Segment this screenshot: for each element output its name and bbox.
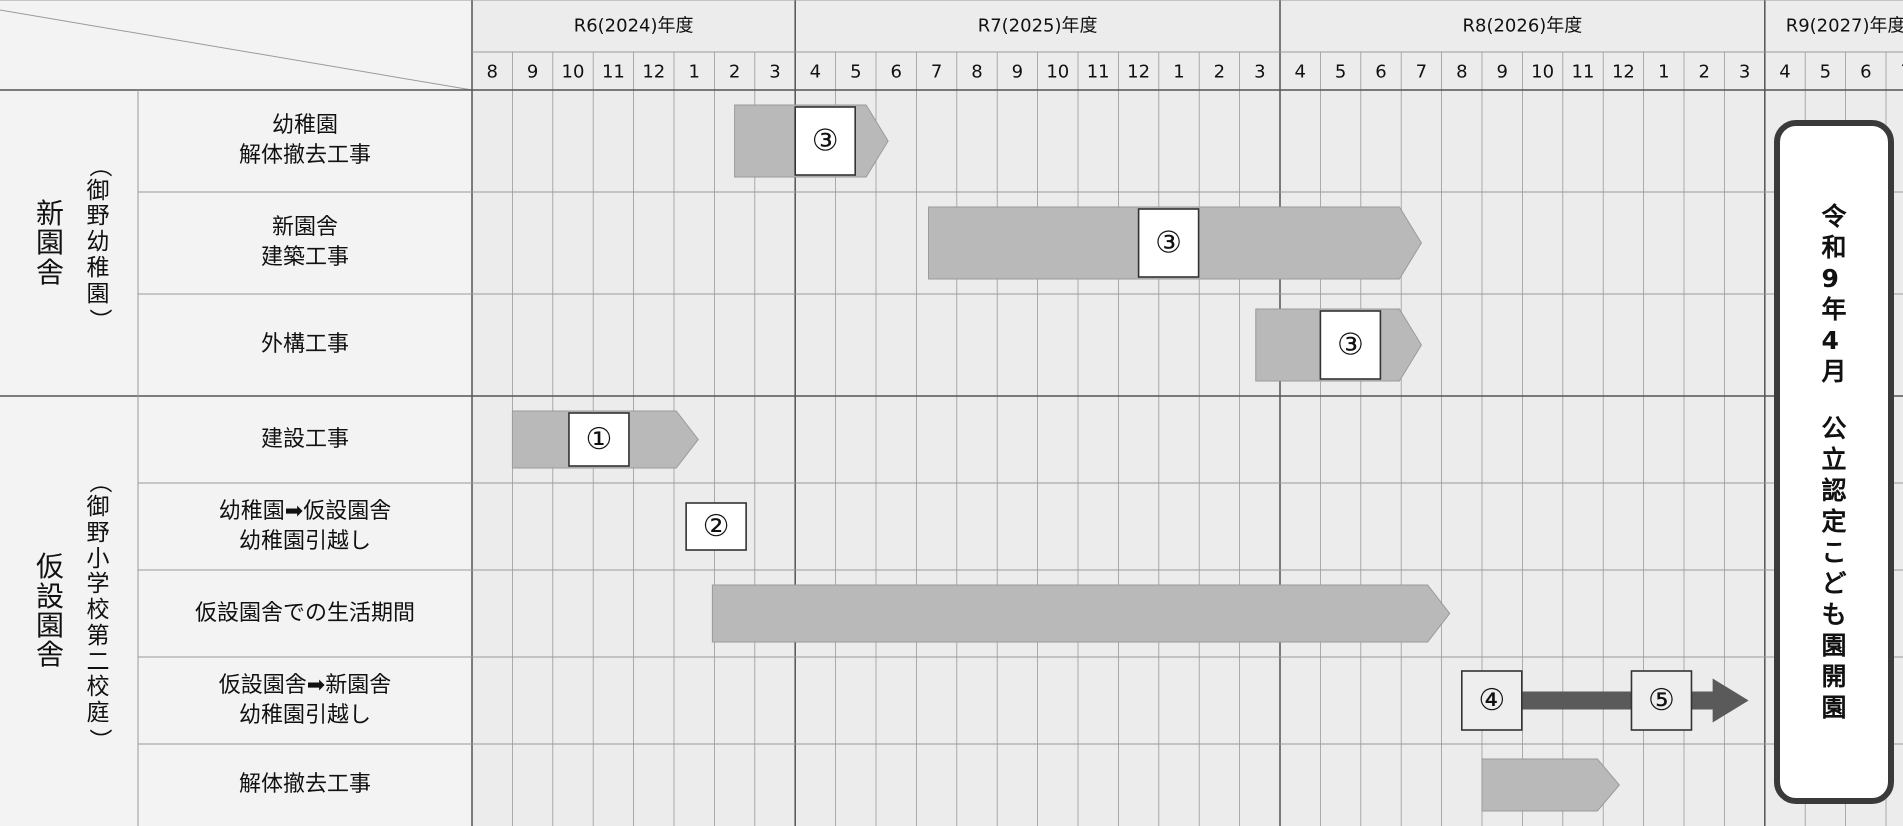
group-title: 新園舎 bbox=[30, 90, 70, 396]
step-marker-label: ③ bbox=[812, 124, 839, 159]
month-label: 12 bbox=[1612, 62, 1635, 83]
month-label: 8 bbox=[1456, 62, 1467, 83]
schedule-bar bbox=[712, 585, 1449, 642]
month-label: 5 bbox=[850, 62, 861, 83]
task-label: 幼稚園 解体撤去工事 bbox=[140, 90, 470, 192]
month-label: 12 bbox=[1127, 62, 1150, 83]
month-label: 5 bbox=[1335, 62, 1346, 83]
task-label: 外構工事 bbox=[140, 294, 470, 396]
fiscal-year-label: R9(2027)年度 bbox=[1786, 16, 1903, 37]
month-label: 10 bbox=[1531, 62, 1554, 83]
milestone-label: ② bbox=[703, 509, 730, 544]
month-label: 7 bbox=[931, 62, 942, 83]
task-label: 解体撤去工事 bbox=[140, 744, 470, 826]
month-label: 8 bbox=[486, 62, 497, 83]
month-label: 8 bbox=[971, 62, 982, 83]
month-label: 6 bbox=[890, 62, 901, 83]
step-marker-label: ③ bbox=[1155, 226, 1182, 261]
month-label: 1 bbox=[688, 62, 699, 83]
task-label: 建設工事 bbox=[140, 396, 470, 483]
move-marker-label: ⑤ bbox=[1648, 683, 1675, 718]
group-subtitle: （御野幼稚園） bbox=[78, 90, 118, 396]
task-label: 幼稚園➡仮設園舎 幼稚園引越し bbox=[140, 483, 470, 570]
step-marker-label: ① bbox=[586, 422, 613, 457]
month-label: 3 bbox=[1739, 62, 1750, 83]
month-label: 3 bbox=[1254, 62, 1265, 83]
month-label: 11 bbox=[1572, 62, 1595, 83]
group-title: 仮設園舎 bbox=[30, 396, 70, 826]
month-label: 7 bbox=[1416, 62, 1427, 83]
month-label: 1 bbox=[1173, 62, 1184, 83]
month-label: 9 bbox=[1496, 62, 1507, 83]
month-label: 6 bbox=[1860, 62, 1871, 83]
group-subtitle: （御野小学校第二校庭） bbox=[78, 396, 118, 826]
month-label: 12 bbox=[642, 62, 665, 83]
task-label: 新園舎 建築工事 bbox=[140, 192, 470, 294]
month-label: 5 bbox=[1820, 62, 1831, 83]
schedule-bar bbox=[1482, 759, 1619, 811]
month-label: 2 bbox=[1698, 62, 1709, 83]
month-label: 4 bbox=[1779, 62, 1790, 83]
fiscal-year-label: R6(2024)年度 bbox=[574, 16, 694, 37]
month-label: 10 bbox=[562, 62, 585, 83]
month-label: 2 bbox=[1214, 62, 1225, 83]
month-label: 3 bbox=[769, 62, 780, 83]
step-marker-label: ③ bbox=[1337, 328, 1364, 363]
month-label: 1 bbox=[1658, 62, 1669, 83]
task-label: 仮設園舎での生活期間 bbox=[140, 570, 470, 657]
task-label: 仮設園舎➡新園舎 幼稚園引越し bbox=[140, 657, 470, 744]
month-label: 9 bbox=[527, 62, 538, 83]
notice-text: 公立認定こども園開園 bbox=[1821, 413, 1846, 723]
fiscal-year-label: R7(2025)年度 bbox=[978, 16, 1098, 37]
month-label: 6 bbox=[1375, 62, 1386, 83]
month-label: 4 bbox=[810, 62, 821, 83]
month-label: 11 bbox=[602, 62, 625, 83]
month-label: 2 bbox=[729, 62, 740, 83]
month-label: 11 bbox=[1087, 62, 1110, 83]
month-label: 9 bbox=[1012, 62, 1023, 83]
month-label: 4 bbox=[1294, 62, 1305, 83]
fiscal-year-label: R8(2026)年度 bbox=[1462, 16, 1582, 37]
month-label: 10 bbox=[1046, 62, 1069, 83]
move-marker-label: ④ bbox=[1478, 683, 1505, 718]
